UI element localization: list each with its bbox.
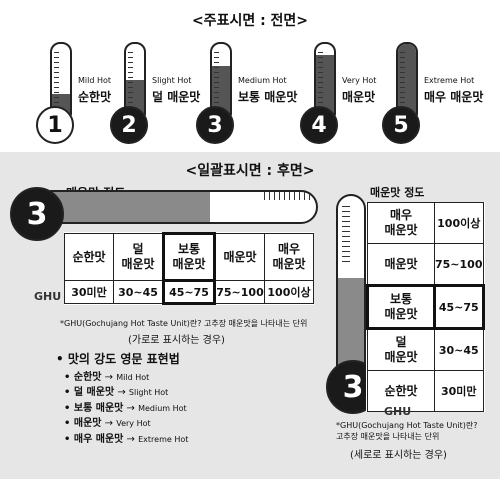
thermometer-tube	[396, 42, 418, 118]
horizontal-ghu-note: *GHU(Gochujang Hot Taste Unit)란? 고추장 매운맛…	[60, 319, 308, 328]
level-korean-label: 순한맛	[78, 90, 112, 104]
level-english-label: Very Hot	[342, 76, 377, 85]
level-cell: 순한맛	[367, 370, 435, 412]
list-item: • 매운맛 → Very Hot	[64, 418, 151, 430]
thermometer-tube	[210, 42, 232, 118]
level-korean-label: 매우 매운맛	[424, 90, 484, 104]
level-english-label: Extreme Hot	[424, 76, 475, 85]
level-korean-label: 보통 매운맛	[238, 90, 298, 104]
level-cell: 매운맛	[367, 243, 435, 286]
vertical-ghu-label: GHU	[384, 405, 412, 418]
list-item: • 매우 매운맛 → Extreme Hot	[64, 433, 189, 445]
ghu-cell: 30미만	[64, 280, 114, 304]
level-number: 4	[300, 106, 338, 144]
front-section-title: <주표시면 : 전면>	[191, 13, 309, 29]
level-cell: 순한맛	[64, 233, 114, 281]
level-number: 1	[36, 106, 74, 144]
ghu-cell: 100이상	[264, 280, 314, 304]
thermometer-level-5: 5 Extreme Hot 매우 매운맛	[382, 40, 484, 144]
ghu-cell-highlighted: 45~75	[433, 284, 485, 330]
level-number: 3	[196, 106, 234, 144]
list-item: • 덜 매운맛 → Slight Hot	[64, 387, 169, 399]
list-item: • 순한맛 → Mild Hot	[64, 372, 150, 383]
vertical-caption: (세로로 표시하는 경우)	[350, 450, 447, 461]
ghu-cell: 75~100	[214, 280, 265, 304]
thermometer-level-2: 2 Slight Hot 덜 매운맛	[110, 40, 210, 144]
ghu-cell: 100이상	[434, 202, 484, 244]
thermometer-tube	[124, 42, 146, 118]
horizontal-thermometer	[50, 190, 318, 224]
level-cell: 매운맛	[214, 233, 265, 281]
vertical-ghu-note: *GHU(Gochujang Hot Taste Unit)란?	[336, 421, 478, 430]
list-item: • 보통 매운맛 → Medium Hot	[64, 402, 187, 414]
thermometer-level-3: 3 Medium Hot 보통 매운맛	[196, 40, 298, 144]
thermometer-tube	[314, 42, 336, 118]
level-korean-label: 매운맛	[342, 90, 376, 104]
level-english-label: Medium Hot	[238, 76, 287, 85]
level-number: 5	[382, 106, 420, 144]
english-expression-list: • 순한맛 → Mild Hot • 덜 매운맛 → Slight Hot • …	[64, 370, 188, 447]
ghu-cell-highlighted: 45~75	[162, 279, 216, 305]
ghu-cell: 75~100	[434, 243, 484, 286]
horizontal-bulb-number: 3	[10, 187, 64, 241]
thermometer-level-1: 1 Mild Hot 순한맛	[36, 40, 136, 144]
vertical-ghu-note-2: 고추장 매운맛을 나타내는 단위	[336, 432, 440, 441]
horizontal-caption: (가로로 표시하는 경우)	[128, 335, 225, 346]
english-expression-title: • 맛의 강도 영문 표현법	[56, 352, 180, 366]
vertical-heading: 매운맛 정도	[370, 186, 425, 199]
ghu-cell: 30~45	[113, 280, 164, 304]
level-number: 2	[110, 106, 148, 144]
thermometer-level-4: 4 Very Hot 매운맛	[300, 40, 400, 144]
level-english-label: Slight Hot	[152, 76, 192, 85]
horizontal-ghu-label: GHU	[34, 290, 62, 303]
level-english-label: Mild Hot	[78, 76, 112, 85]
level-korean-label: 덜 매운맛	[152, 90, 201, 104]
ghu-cell: 30~45	[434, 328, 484, 371]
back-section-title: <일괄표시면 : 후면>	[185, 163, 315, 179]
ghu-cell: 30미만	[434, 370, 484, 412]
